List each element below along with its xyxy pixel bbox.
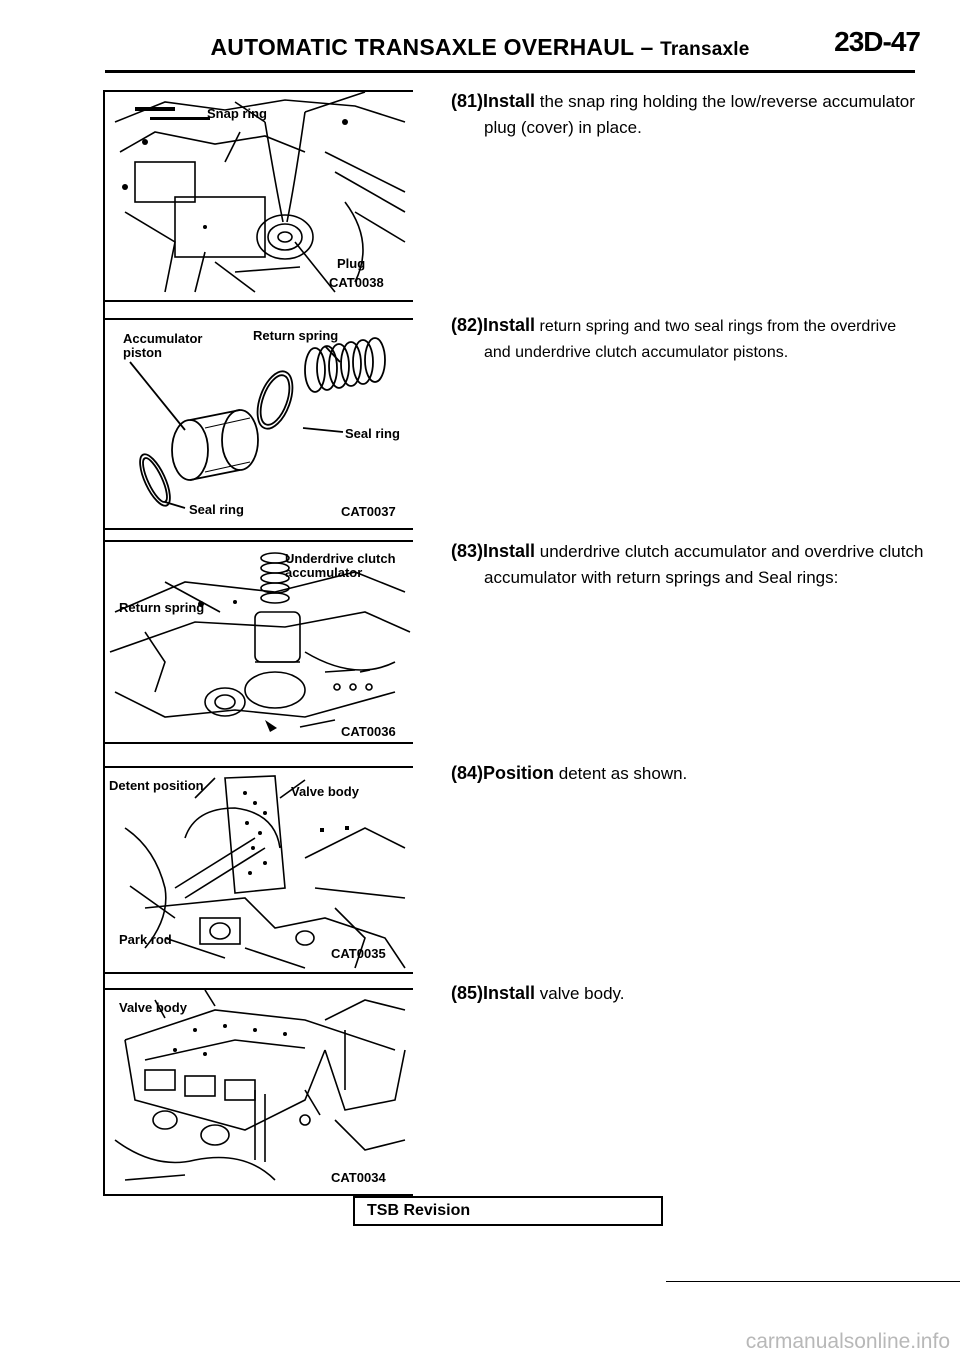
figure-label: Seal ring (189, 502, 244, 517)
step-verb: Install (483, 315, 536, 335)
figure-snap-ring-illustration (114, 92, 406, 293)
tsb-revision-label: TSB Revision (367, 1202, 471, 1219)
step-text: valve body. (539, 984, 625, 1003)
figure-code: CAT0036 (341, 724, 396, 739)
figure-snap-ring: Snap ring Plug CAT0038 (105, 90, 413, 302)
figure-detent-position: Detent position Valve body Park rod CAT0… (105, 766, 413, 974)
figure-label: Accumulator piston (123, 331, 203, 360)
step-number: (82) (451, 315, 484, 335)
header-rule (105, 70, 915, 73)
figure-label: Return spring (253, 328, 339, 343)
footer-rule (666, 1281, 960, 1282)
figure-underdrive-accumulator: Underdrive clutch accumulator Return spr… (105, 540, 413, 744)
step-verb: Install (483, 541, 536, 561)
figure-valve-body: Valve body CAT0034 (105, 988, 413, 1196)
figure-label: Valve body (119, 1000, 187, 1015)
step-81: (81)Install the snap ring holding the lo… (451, 88, 915, 141)
step-text: return spring and two seal rings from th… (539, 318, 897, 335)
tsb-revision-box (353, 1196, 663, 1226)
figure-label: Detent position (109, 778, 204, 793)
step-85: (85)Install valve body. (451, 980, 625, 1007)
step-text: detent as shown. (558, 764, 688, 783)
page-title-text: AUTOMATIC TRANSAXLE OVERHAUL – (210, 34, 654, 60)
step-text: the snap ring holding the low/reverse ac… (539, 92, 915, 111)
step-verb: Install (483, 983, 536, 1003)
figure-underdrive-accumulator-illustration (109, 552, 411, 732)
step-text-continued: accumulator with return springs and Seal… (484, 568, 839, 587)
page-title: AUTOMATIC TRANSAXLE OVERHAUL – Transaxle (0, 34, 960, 61)
figure-code: CAT0037 (341, 504, 396, 519)
page-number: 23D-47 (834, 26, 921, 57)
figure-valve-body-illustration (114, 990, 406, 1181)
figure-accumulator-piston-illustration (129, 337, 386, 509)
step-number: (81) (451, 91, 484, 111)
figure-label: Return spring (119, 600, 205, 615)
figure-detent-position-illustration (124, 775, 406, 969)
step-83: (83)Install underdrive clutch accumulato… (451, 538, 923, 591)
step-text: underdrive clutch accumulator and overdr… (539, 542, 924, 561)
step-number: (83) (451, 541, 484, 561)
figure-code: CAT0034 (331, 1170, 386, 1185)
figure-label: Underdrive clutch accumulator (285, 551, 396, 580)
figure-label: Seal ring (345, 426, 400, 441)
figure-label: Park rod (119, 932, 172, 947)
step-verb: Position (483, 763, 555, 783)
step-verb: Install (483, 91, 536, 111)
figure-label: Snap ring (207, 106, 267, 121)
figure-column-rule (103, 90, 105, 1196)
step-number: (85) (451, 983, 484, 1003)
watermark: carmanualsonline.info (745, 1330, 950, 1353)
step-82: (82)Install return spring and two seal r… (451, 312, 896, 366)
figure-label: Valve body (291, 784, 359, 799)
step-84: (84)Position detent as shown. (451, 760, 687, 787)
page-subtitle: Transaxle (660, 39, 750, 60)
step-number: (84) (451, 763, 484, 783)
figure-code: CAT0038 (329, 275, 384, 290)
figure-code: CAT0035 (331, 946, 386, 961)
figure-accumulator-piston: Accumulator piston Return spring Seal ri… (105, 318, 413, 530)
step-text-continued: plug (cover) in place. (484, 118, 642, 137)
figure-label: Plug (337, 256, 366, 271)
step-text-continued: and underdrive clutch accumulator piston… (484, 344, 789, 361)
